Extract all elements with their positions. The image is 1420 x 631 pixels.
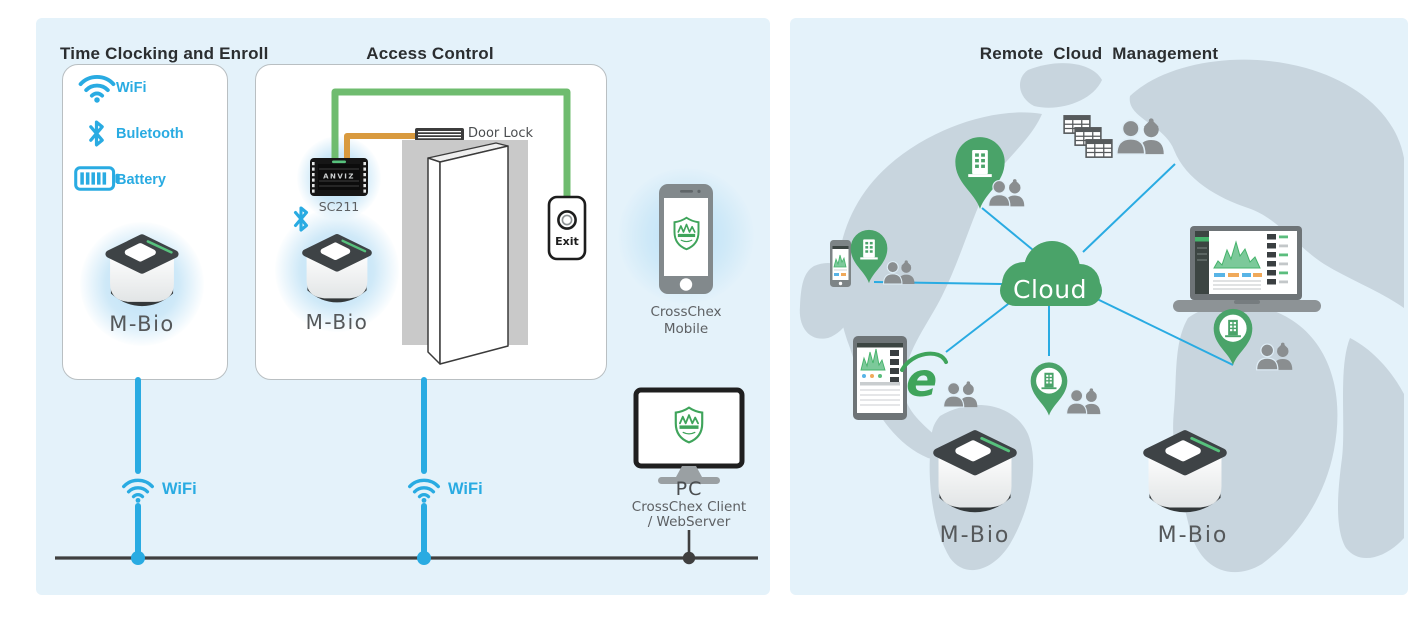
m-bio-device-icon: [1148, 435, 1223, 513]
left-panel: ANVIZ: [36, 18, 770, 595]
wifi-icon: [407, 478, 441, 503]
mobile-glow: [618, 168, 754, 304]
phone-icon: [830, 240, 851, 287]
people-icon: [883, 259, 916, 285]
feature-battery-label: Battery: [116, 172, 166, 188]
bus-node: [682, 551, 696, 565]
feature-wifi-label: WiFi: [116, 80, 147, 96]
mobile-label: CrossChex Mobile: [626, 304, 746, 338]
tablet-icon: [853, 336, 907, 420]
device-label: M-Bio: [939, 523, 1011, 548]
svg-text:e: e: [906, 353, 937, 407]
bus-node: [417, 551, 431, 565]
device-label: M-Bio: [305, 310, 369, 334]
laptop-icon: [1173, 226, 1321, 312]
device-label: M-Bio: [109, 312, 175, 336]
m-bio-device-icon: [938, 435, 1013, 513]
ie-browser-icon: e: [900, 351, 948, 407]
exit-label: Exit: [555, 235, 579, 248]
monitor-icon: [633, 387, 745, 484]
people-icon: [1116, 117, 1165, 156]
feature-bluetooth-label: Buletooth: [116, 126, 184, 142]
remote-cloud-title: Remote Cloud Management: [979, 44, 1219, 63]
door-lock-label: Door Lock: [468, 126, 534, 141]
pc-webserver-label: / WebServer: [647, 514, 731, 530]
cloud-links: [873, 163, 1234, 366]
pc-client-label: CrossChex Client: [631, 499, 747, 515]
building-pin-icon: [1213, 308, 1253, 366]
clocking-title: Time Clocking and Enroll: [60, 44, 269, 63]
wifi-link-label: WiFi: [448, 480, 483, 498]
wifi-link-label: WiFi: [162, 480, 197, 498]
people-icon: [1066, 387, 1101, 415]
wifi-icon: [121, 478, 155, 503]
people-icon: [943, 380, 978, 408]
people-icon: [1256, 341, 1293, 371]
device-label: M-Bio: [1157, 523, 1229, 548]
pc-label: PC: [675, 478, 703, 500]
people-icon: [988, 178, 1025, 207]
right-panel: e Remote Cloud Management Cloud M-Bio M-…: [790, 18, 1408, 595]
building-pin-icon: [850, 229, 888, 284]
bus-node: [131, 551, 145, 565]
building-pin-icon: [955, 137, 1005, 209]
building-pin-icon: [1030, 362, 1068, 416]
wifi-link-lines: [135, 377, 427, 557]
mobile-label-line1: CrossChex: [650, 304, 722, 320]
world-map: [799, 59, 1404, 573]
cloud-label: Cloud: [1013, 275, 1087, 304]
controller-label: SC211: [318, 199, 360, 214]
access-title: Access Control: [366, 44, 494, 63]
spreadsheet-icon: [1063, 115, 1113, 158]
mobile-label-line2: Mobile: [663, 320, 709, 337]
crosschex-shield-icon: [674, 406, 704, 444]
